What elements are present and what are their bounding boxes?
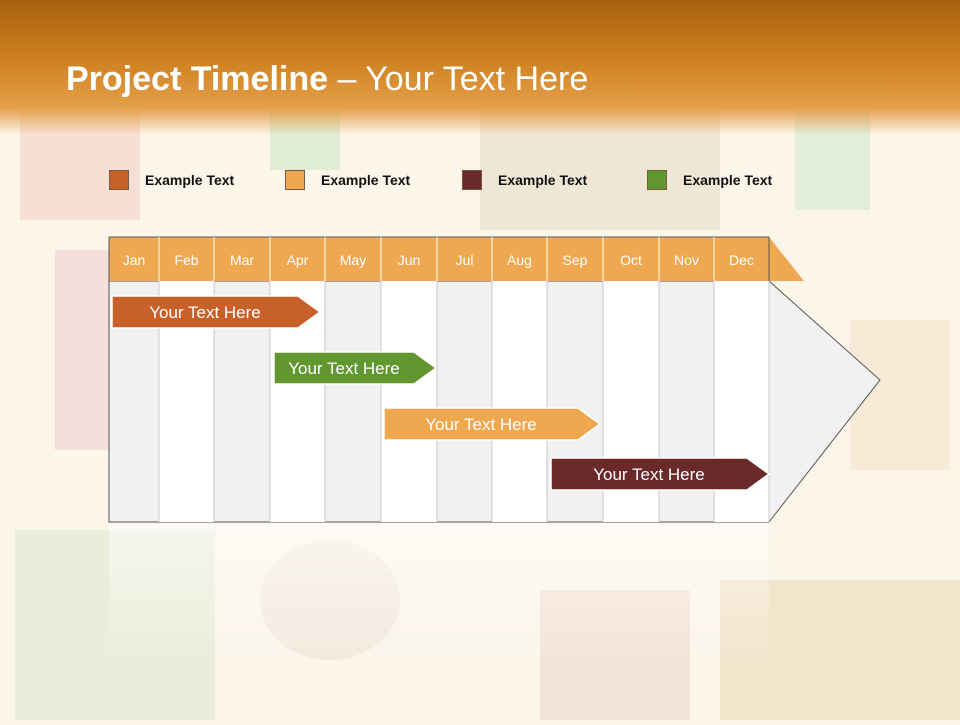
task-arrow-2 [273,351,438,385]
month-header-bar [109,237,804,281]
legend-label-2: Example Text [321,172,411,188]
task-arrow-1 [111,295,322,329]
month-label-may: May [340,252,366,268]
month-label-sep: Sep [563,252,588,268]
month-label-oct: Oct [620,252,642,268]
legend-label-1: Example Text [145,172,235,188]
month-label-jan: Jan [123,252,146,268]
legend-swatch-4 [647,170,667,190]
month-column [492,281,547,522]
legend-swatch-2 [285,170,305,190]
month-label-feb: Feb [174,252,198,268]
page-title-bold: Project Timeline [66,60,329,98]
legend-swatch-1 [109,170,129,190]
page-title: Project Timeline – Your Text Here [66,60,588,99]
task-label-3: Your Text Here [425,415,537,434]
month-label-jul: Jul [456,252,474,268]
month-label-aug: Aug [507,252,532,268]
task-label-4: Your Text Here [593,465,705,484]
month-label-nov: Nov [674,252,699,268]
legend-swatch-3 [462,170,482,190]
month-label-apr: Apr [287,252,309,268]
title-banner [0,0,960,135]
legend-label-3: Example Text [498,172,588,188]
timeline-reflection [109,524,769,664]
task-arrow-3 [383,407,602,441]
month-label-dec: Dec [729,252,754,268]
task-label-2: Your Text Here [288,359,400,378]
month-column [381,281,437,522]
month-label-mar: Mar [230,252,254,268]
page-title-rest: – Your Text Here [328,60,589,98]
legend-label-4: Example Text [683,172,773,188]
task-arrow-4 [550,457,771,491]
month-label-jun: Jun [398,252,421,268]
task-label-1: Your Text Here [149,303,261,322]
